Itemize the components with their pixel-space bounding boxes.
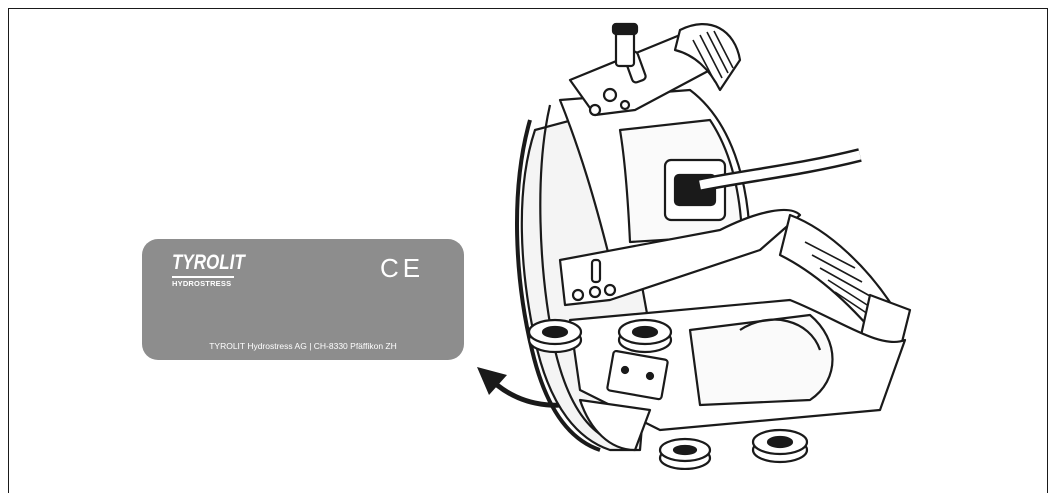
type-plate: TYROLIT HYDROSTRESS CE TYROLIT Hydrostre… [142,239,464,360]
ce-mark: CE [380,253,425,283]
machine-illustration [515,22,912,470]
tyrolit-logo: TYROLIT [172,250,245,274]
logo-underline [172,276,234,278]
manufacturer-address: TYROLIT Hydrostress AG | CH-8330 Pfäffik… [209,341,397,351]
hydrostress-logo: HYDROSTRESS [172,279,232,288]
figure-frame [8,8,1048,493]
